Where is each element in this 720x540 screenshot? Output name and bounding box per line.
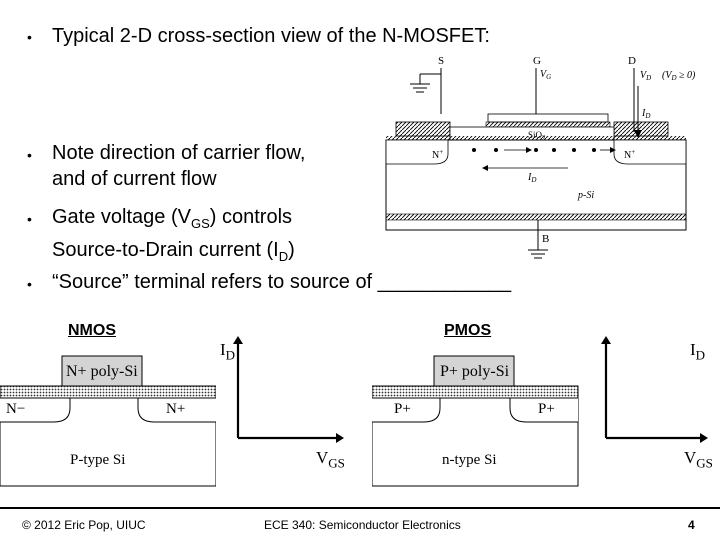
bullet-carrier-flow-line2: and of current flow [52,168,217,190]
nmos-left-region-label: N− [6,401,26,417]
source-terminal-label: S [438,55,444,67]
nmos-right-region-label: N+ [166,401,186,417]
body-terminal-label: B [542,233,549,245]
vd-condition: (VD ≥ 0) [662,70,696,82]
n-plus-source-region [385,139,449,165]
id-label-top: ID [641,108,650,120]
drain-contact [613,121,669,137]
nmos-gate [61,355,143,387]
current-flow-arrow [482,165,568,171]
pmos-substrate-label: n-type Si [442,452,497,468]
nmos-gate-label: N+ poly-Si [66,363,138,380]
bullet-carrier-flow: Note direction of carrier flow, and of c… [52,140,305,192]
nmos-oxide [0,385,216,399]
bullet-source-terminal: “Source” terminal refers to source of __… [52,271,512,293]
nmos-title: NMOS [68,322,116,339]
pmos-vgs-label: VGS [684,448,713,471]
bullet-dot: • [27,276,32,292]
pmos-left-region [372,397,441,423]
id-label-channel: ID [527,172,536,184]
pmos-right-region [509,397,578,423]
p-si-label: p-Si [577,190,594,201]
footer-copyright: © 2012 Eric Pop, UIUC [22,518,146,532]
nmos-id-label: ID [220,340,236,363]
drain-terminal-label: D [628,55,636,67]
source-contact [395,121,451,137]
pmos-id-label: ID [690,340,706,363]
footer-rule [0,507,720,509]
bullet-dot: • [27,211,32,227]
nmos-id-vgs-axes [233,336,344,443]
vd-label: VD [640,70,651,82]
nmos-left-region [0,397,71,423]
bullet-gate-voltage: Gate voltage (VGS) controls Source-to-Dr… [52,204,295,270]
pmos-oxide [372,385,579,399]
body-contact [385,213,687,221]
gate-electrode [487,113,609,123]
pmos-left-region-label: P+ [394,401,411,417]
footer-course: ECE 340: Semiconductor Electronics [264,518,461,532]
bullet-carrier-flow-line1: Note direction of carrier flow, [52,142,306,164]
nmos-substrate-label: P-type Si [70,452,126,468]
n-plus-drain-region [613,139,687,165]
n-plus-left-label: N+ [432,148,443,161]
n-plus-right-label: N+ [624,148,635,161]
bullet-dot: • [27,147,32,163]
bullet-gate-voltage-line1: Gate voltage (VGS) controls [52,206,293,231]
pmos-device [372,355,579,487]
vg-label: VG [540,69,551,81]
pmos-gate-label: P+ poly-Si [440,363,510,380]
footer-page-number: 4 [688,518,695,532]
nmos-vgs-label: VGS [316,448,345,471]
bullet-dot: • [27,29,32,45]
pmos-right-region-label: P+ [538,401,555,417]
nmos-device [0,355,216,487]
nmosfet-cross-section: S G VG D VD (VD ≥ 0) ID SiO2 N+ N+ ID [385,55,696,259]
pmos-title: PMOS [444,322,492,339]
bullet-typical-2d: Typical 2-D cross-section view of the N-… [52,25,490,47]
gate-terminal-label: G [533,55,541,67]
pmos-id-vgs-axes [601,336,708,443]
nmos-right-region [137,397,216,423]
bullet-gate-voltage-line2: Source-to-Drain current (ID) [52,239,295,264]
electron-flow [472,147,616,153]
